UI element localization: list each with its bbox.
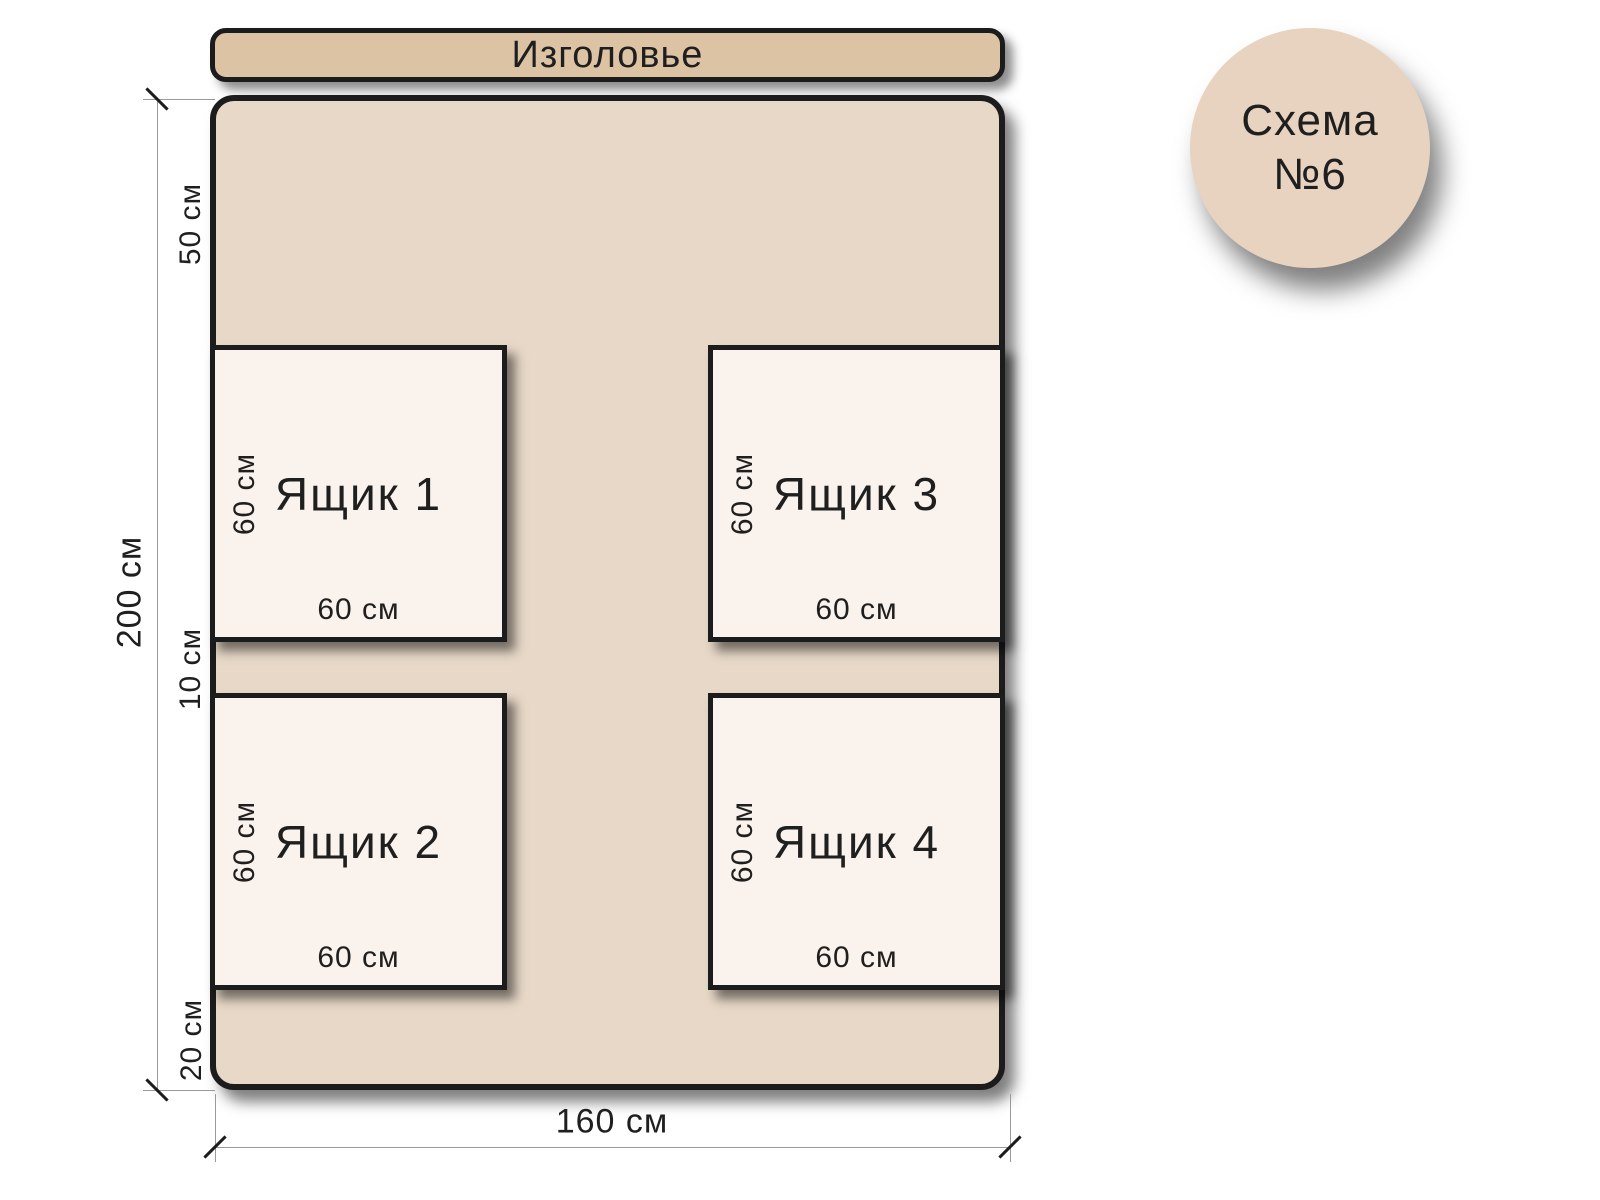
drawer-4: 60 см Ящик 4 60 см (708, 693, 1005, 990)
left-extension-line (215, 1094, 216, 1162)
drawer-2-name: Ящик 2 (274, 815, 443, 868)
drawer-3-width-label: 60 см (815, 593, 898, 626)
horizontal-dimension-line (215, 1147, 1010, 1148)
drawer-3-name: Ящик 3 (772, 467, 941, 520)
drawer-4-width-label: 60 см (815, 941, 898, 974)
drawer-1: 60 см Ящик 1 60 см (210, 345, 507, 642)
drawer-3-height-label: 60 см (726, 452, 759, 535)
badge-line-1: Схема (1241, 96, 1379, 145)
drawer-4-height-label: 60 см (726, 800, 759, 883)
drawer-1-name: Ящик 1 (274, 467, 443, 520)
scheme-number-badge: Схема №6 (1190, 28, 1430, 268)
drawer-2-height-label: 60 см (228, 800, 261, 883)
badge-line-2: №6 (1273, 150, 1347, 199)
foot-offset-label: 20 см (175, 998, 208, 1082)
top-extension-line (143, 99, 215, 100)
drawer-4-name: Ящик 4 (772, 815, 941, 868)
head-offset-label: 50 см (174, 182, 207, 266)
right-extension-line (1010, 1094, 1011, 1162)
headboard-label: Изголовье (511, 33, 704, 76)
drawer-3: 60 см Ящик 3 60 см (708, 345, 1005, 642)
total-height-label: 200 см (110, 535, 149, 649)
drawer-1-height-label: 60 см (228, 452, 261, 535)
row-gap-label: 10 см (174, 627, 207, 711)
drawer-2-width-label: 60 см (317, 941, 400, 974)
drawer-1-width-label: 60 см (317, 593, 400, 626)
drawer-2: 60 см Ящик 2 60 см (210, 693, 507, 990)
vertical-dimension-line (157, 99, 158, 1090)
bottom-extension-line (143, 1090, 215, 1091)
headboard: Изголовье (210, 28, 1005, 82)
total-width-label: 160 см (555, 1102, 669, 1141)
